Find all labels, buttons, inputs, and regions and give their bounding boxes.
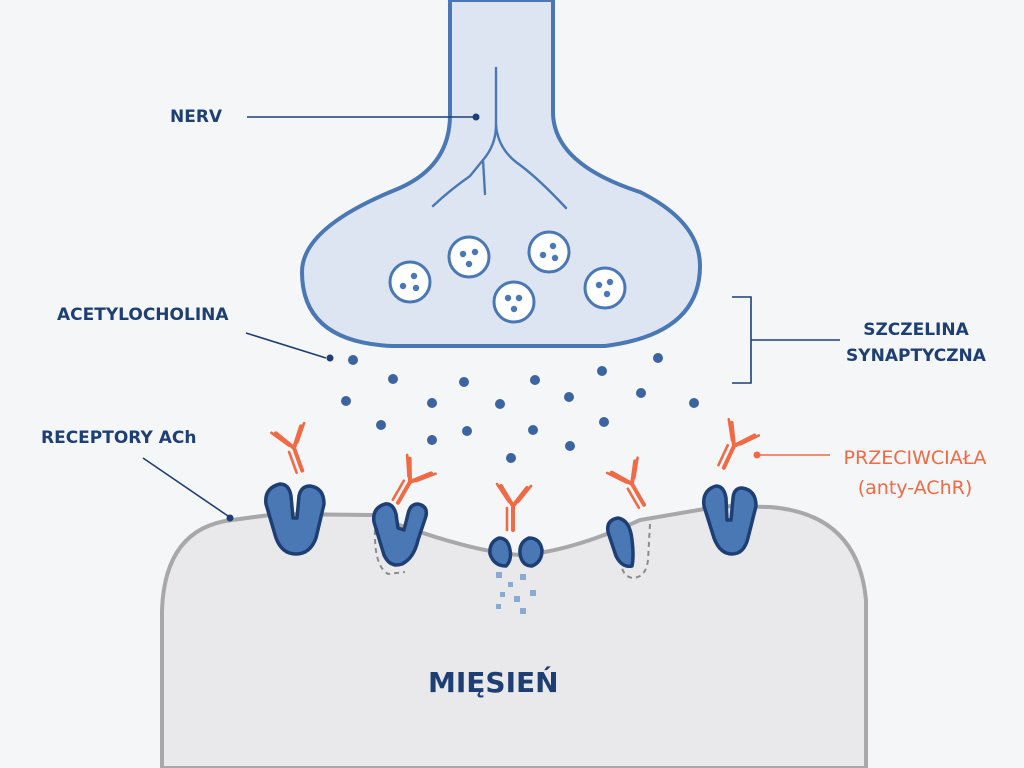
nerve-terminal xyxy=(300,0,702,348)
antibody xyxy=(495,482,533,532)
antibodies xyxy=(270,417,761,532)
fragment xyxy=(530,590,536,596)
ach-molecule xyxy=(599,417,609,427)
ach-molecule xyxy=(341,396,351,406)
nerve-leader-dot xyxy=(472,113,480,121)
antibody xyxy=(605,456,646,510)
ach-receptor-damaged xyxy=(371,502,429,567)
receptors-label: RECEPTORY ACh xyxy=(41,428,197,448)
ach-molecule xyxy=(565,441,575,451)
antibody xyxy=(717,417,761,470)
ach-molecule xyxy=(564,392,574,402)
receptor-fragments xyxy=(496,572,536,614)
antibodies-label-line1: PRZECIWCIAŁA xyxy=(843,447,987,469)
ach-molecule xyxy=(636,388,646,398)
ach-molecule xyxy=(530,375,540,385)
ach-molecule xyxy=(597,366,607,376)
cleft-label: SZCZELINA SYNAPTYCZNA xyxy=(836,317,996,369)
antibody xyxy=(391,453,437,505)
synaptic-vesicles xyxy=(388,230,627,324)
ach-molecule xyxy=(348,355,358,365)
acetylcholine-leader xyxy=(245,332,327,359)
acetylcholine-leader-dot xyxy=(326,354,334,362)
cleft-label-line1: SZCZELINA xyxy=(863,320,969,340)
antibodies-label: PRZECIWCIAŁA (anty-AChR) xyxy=(830,443,1000,503)
nerve-label: NERV xyxy=(170,107,223,127)
ach-molecule xyxy=(528,425,538,435)
fragment xyxy=(520,608,526,614)
antibody xyxy=(270,421,306,474)
ach-molecule xyxy=(376,420,386,430)
fragment xyxy=(508,582,513,587)
ach-receptor-damaged xyxy=(605,516,635,569)
ach-molecule xyxy=(653,353,663,363)
ach-receptor-broken-right xyxy=(518,536,544,568)
vesicle xyxy=(527,230,571,274)
ach-receptor-broken-left xyxy=(488,536,513,568)
ach-molecule xyxy=(427,435,437,445)
fragment xyxy=(500,592,505,597)
antibodies-leader-dot xyxy=(753,451,761,459)
receptor-damage-outline xyxy=(621,523,651,580)
vesicle xyxy=(388,260,432,304)
ach-receptors xyxy=(264,482,758,614)
muscle-body xyxy=(160,503,868,768)
ach-molecule xyxy=(495,399,505,409)
antibodies-label-line2: (anty-AChR) xyxy=(857,477,973,499)
vesicle xyxy=(492,280,536,324)
fragment xyxy=(520,574,526,580)
vesicle xyxy=(447,235,491,279)
vesicle xyxy=(583,266,627,310)
fragment xyxy=(496,572,502,578)
ach-molecule xyxy=(506,453,516,463)
cleft-label-line2: SYNAPTYCZNA xyxy=(846,346,986,366)
receptor-damage-outline xyxy=(373,529,406,576)
receptors-leader-dot xyxy=(226,514,234,522)
nerve-fibres xyxy=(431,66,568,210)
cleft-bracket xyxy=(732,296,840,384)
acetylcholine-label: ACETYLOCHOLINA xyxy=(57,305,229,325)
nerve-fibre-right xyxy=(494,123,568,210)
ach-receptor xyxy=(702,484,758,556)
receptors-leader xyxy=(142,457,229,517)
fragment xyxy=(496,604,501,609)
ach-molecule xyxy=(427,398,437,408)
ach-molecule xyxy=(459,377,469,387)
ach-molecule xyxy=(388,374,398,384)
leader-lines xyxy=(142,113,840,522)
fragment xyxy=(514,596,520,602)
nerve-fibre-mid xyxy=(481,158,487,196)
acetylcholine-molecules xyxy=(341,353,699,463)
ach-molecule xyxy=(689,398,699,408)
ach-molecule xyxy=(462,426,472,436)
muscle-label: MIĘSIEŃ xyxy=(428,666,559,699)
ach-receptor xyxy=(264,482,326,556)
